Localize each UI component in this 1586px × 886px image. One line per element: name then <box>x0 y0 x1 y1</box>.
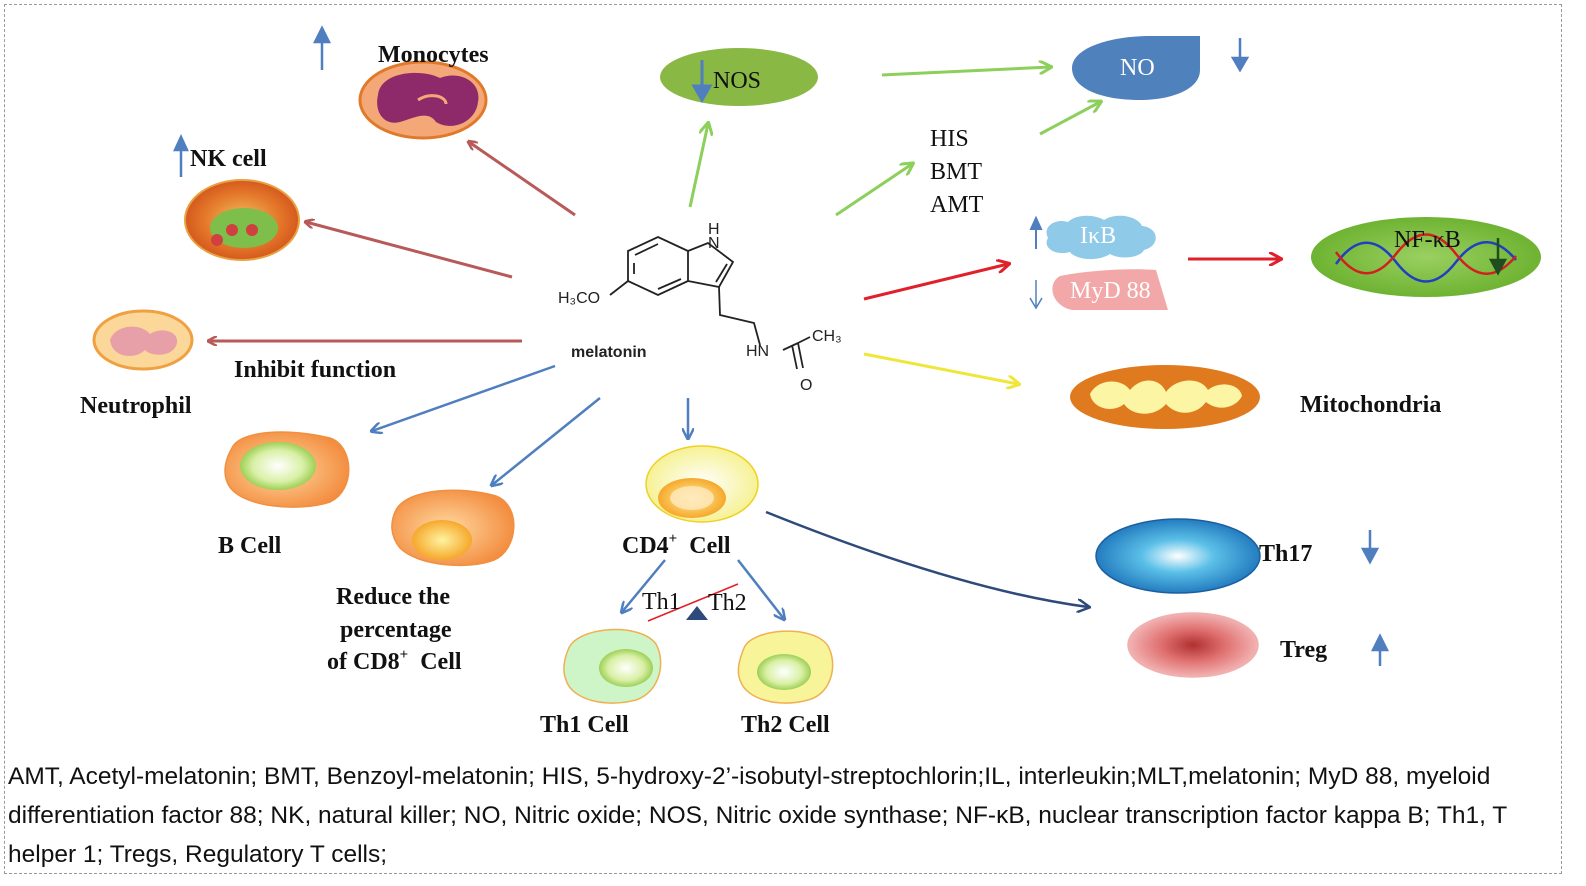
arrow-to-mitochondria <box>863 352 1018 384</box>
no-label: NO <box>1120 55 1155 81</box>
th17-cell <box>1095 518 1261 594</box>
chem-hn: HN <box>746 343 769 360</box>
arrow-his-to-no <box>1039 102 1100 136</box>
down-arrow-icon <box>1360 530 1380 565</box>
nfkb-node <box>1311 217 1541 297</box>
th1-cell-label: Th1 Cell <box>540 712 629 738</box>
cd4-sup: + <box>669 531 678 547</box>
melatonin-structure <box>609 236 811 370</box>
ethyl-chain <box>718 286 761 346</box>
cd4-text: CD4 <box>622 533 669 559</box>
neutrophil-cell <box>92 309 194 371</box>
chem-o: O <box>800 377 812 394</box>
th2-cell-label: Th2 Cell <box>741 712 830 738</box>
arrow-to-monocytes <box>469 142 576 217</box>
th1-cell <box>563 628 662 704</box>
arrow-to-th2-cell <box>737 559 784 619</box>
th2-small-label: Th2 <box>708 590 747 616</box>
reduce-label-line3: of CD8+ Cell <box>327 647 462 675</box>
nos-label: NOS <box>713 68 761 94</box>
down-arrow-icon <box>691 60 713 104</box>
arrow-to-ikb-myd88 <box>863 264 1008 301</box>
down-arrow-icon <box>1029 280 1043 310</box>
arrows <box>209 67 1280 619</box>
balance-triangle-icon <box>686 606 708 620</box>
arrow-to-nos <box>688 124 708 208</box>
cd4-cell <box>645 445 759 523</box>
nk-cell <box>184 179 300 261</box>
arrow-to-th17-treg <box>765 510 1088 607</box>
his-label: HIS <box>930 126 969 152</box>
reduce-cd8-sup: + <box>400 647 409 663</box>
arrow-nos-to-no <box>881 67 1050 77</box>
inhibit-function-label: Inhibit function <box>234 357 396 383</box>
th17-label: Th17 <box>1259 541 1312 567</box>
chem-h3co: H₃CO <box>558 290 600 307</box>
nfkb-label: NF-κB <box>1394 227 1461 253</box>
mitochondria-label: Mitochondria <box>1300 392 1441 418</box>
arrow-to-cd8-cell <box>492 397 601 485</box>
reduce-cd8-suffix: Cell <box>408 649 462 675</box>
down-arrow-icon <box>1488 238 1508 276</box>
arrow-to-his-bmt-amt <box>835 164 912 217</box>
chem-h: H <box>708 221 720 238</box>
abbreviation-legend: AMT, Acetyl-melatonin; BMT, Benzoyl-mela… <box>8 763 1507 868</box>
chem-ch3: CH₃ <box>812 328 842 345</box>
chem-n: N <box>708 235 720 252</box>
neutrophil-label: Neutrophil <box>80 393 192 419</box>
cd4-label: CD4+ Cell <box>622 531 731 559</box>
down-arrow-icon <box>1230 38 1250 73</box>
no-node <box>1072 36 1200 100</box>
reduce-label-line1: Reduce the <box>336 584 450 610</box>
cd4-suffix: Cell <box>677 533 731 559</box>
ikb-node <box>1046 215 1156 260</box>
cd8-cell <box>391 489 515 567</box>
monocyte-cell <box>358 60 488 140</box>
mitochondria-node <box>1070 365 1260 429</box>
ikb-label: IκB <box>1080 223 1116 249</box>
nk-cell-label: NK cell <box>190 146 267 172</box>
myd88-node <box>1052 269 1168 310</box>
amt-label: AMT <box>930 192 984 218</box>
treg-cell <box>1127 612 1259 678</box>
up-arrow-icon <box>173 134 189 177</box>
pyrrole-ring <box>687 241 735 289</box>
up-arrow-icon <box>312 25 332 70</box>
th1-small-label: Th1 <box>642 589 681 615</box>
arrow-to-b-cell <box>372 364 556 431</box>
figure-frame <box>4 4 1562 874</box>
reduce-cd8-text: of CD8 <box>327 649 400 675</box>
benzene-ring <box>627 236 689 296</box>
arrow-to-nk-cell <box>306 222 513 279</box>
up-arrow-icon <box>1029 215 1043 249</box>
melatonin-label: melatonin <box>571 344 647 361</box>
monocytes-label: Monocytes <box>378 42 489 68</box>
myd88-label: MyD 88 <box>1070 278 1151 304</box>
b-cell <box>224 431 350 508</box>
th2-cell <box>737 630 834 704</box>
th1-th2-balance-line <box>647 583 739 622</box>
b-cell-label: B Cell <box>218 533 282 559</box>
treg-label: Treg <box>1280 637 1327 663</box>
bmt-label: BMT <box>930 159 982 185</box>
reduce-label-line2: percentage <box>340 617 452 643</box>
arrow-to-th1-cell <box>622 559 666 612</box>
up-arrow-icon <box>1370 633 1390 666</box>
